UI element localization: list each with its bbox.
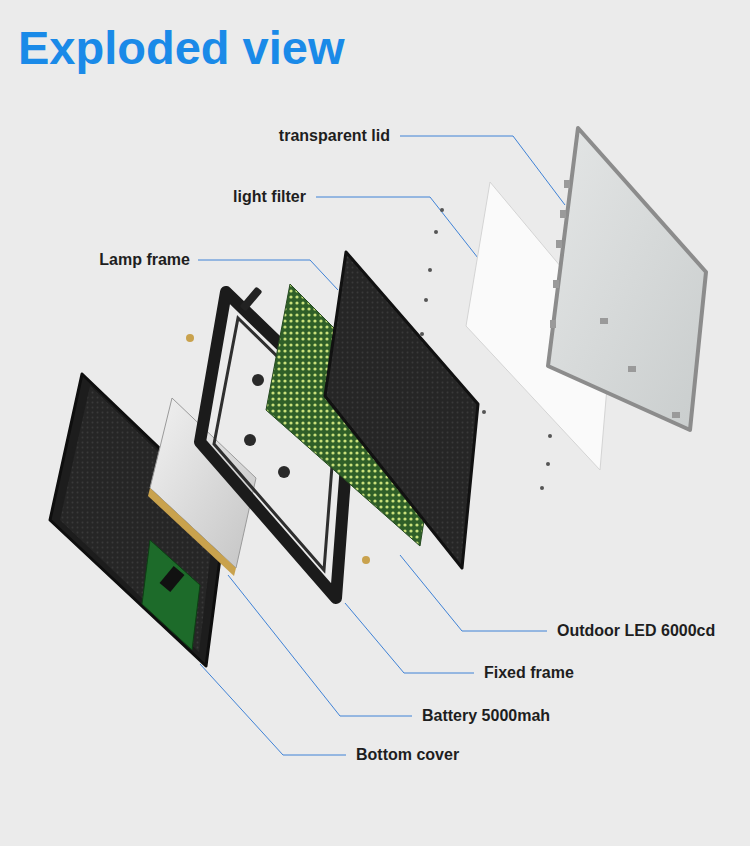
brass-insert: [186, 334, 194, 342]
lid-plate: [548, 128, 706, 430]
screw: [440, 208, 444, 212]
frame-boss: [278, 466, 290, 478]
transparent-lid: [548, 128, 706, 430]
screw: [548, 434, 552, 438]
lid-tab: [553, 280, 559, 288]
screw: [420, 332, 424, 336]
part-label: light filter: [233, 187, 306, 207]
leader-line: [198, 260, 338, 290]
screw: [546, 462, 550, 466]
lid-tab: [564, 180, 570, 188]
frame-boss: [244, 434, 256, 446]
part-label: Bottom cover: [356, 745, 459, 765]
lamp-frame-panel: [325, 252, 478, 568]
screw: [482, 410, 486, 414]
control-board: [142, 540, 200, 650]
lid-tab: [560, 210, 566, 218]
leader-line: [400, 136, 565, 205]
brass-insert: [362, 556, 370, 564]
board-chip: [160, 566, 185, 592]
lid-tab: [556, 240, 562, 248]
part-label: Fixed frame: [484, 663, 574, 683]
screw: [540, 486, 544, 490]
page-title: Exploded view: [18, 22, 344, 74]
frame-clip: [240, 286, 263, 311]
part-label: Battery 5000mah: [422, 706, 550, 726]
screw: [434, 230, 438, 234]
leader-line: [400, 555, 547, 631]
lid-tab: [628, 366, 636, 372]
lid-tab: [600, 318, 608, 324]
lamp-frame: [325, 252, 478, 568]
lid-tab: [550, 320, 556, 328]
leader-line: [200, 664, 346, 755]
part-label: Lamp frame: [99, 250, 190, 270]
battery-edge: [148, 488, 236, 576]
leader-line: [345, 603, 474, 673]
frame-boss: [252, 374, 264, 386]
leader-line: [228, 575, 412, 716]
lid-tabs: [550, 180, 680, 418]
screw: [428, 268, 432, 272]
part-label: Outdoor LED 6000cd: [557, 621, 715, 641]
leader-line: [316, 197, 478, 258]
screw: [424, 298, 428, 302]
part-label: transparent lid: [279, 126, 390, 146]
lid-tab: [672, 412, 680, 418]
